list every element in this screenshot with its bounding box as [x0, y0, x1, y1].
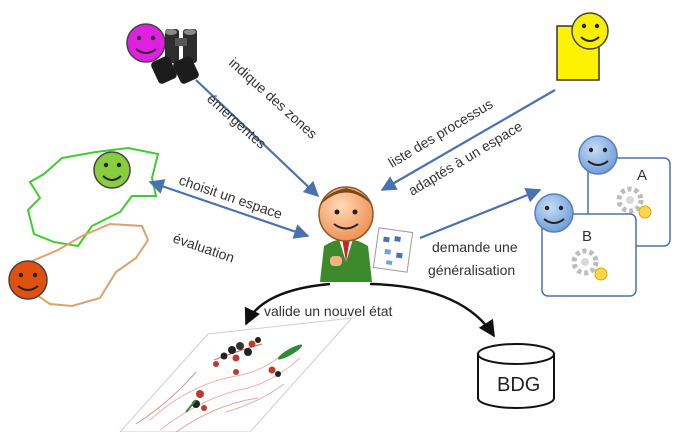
card-b: B: [541, 213, 637, 297]
card-b-label: B: [582, 228, 592, 245]
provider-face: [571, 12, 609, 50]
blue-face-b: [534, 193, 574, 233]
database-cylinder-icon: BDG: [477, 343, 555, 409]
central-user: [318, 186, 374, 282]
arrow-generalisation: [419, 187, 542, 240]
arrow-to-bdg: [369, 282, 496, 338]
label-evaluation: évaluation: [171, 230, 237, 266]
label-valide: valide un nouvel état: [264, 303, 393, 319]
card-a-label: A: [637, 167, 647, 184]
label-demande: demande une: [432, 239, 518, 255]
blue-face-a: [578, 135, 618, 175]
gear-icon: [616, 186, 652, 219]
label-adaptes: adaptés à un espace: [405, 118, 525, 199]
arrow-zones-emergentes: [195, 79, 320, 198]
arrow-to-map: [244, 282, 331, 326]
binoculars-icon: [151, 29, 199, 84]
map-sheet: [118, 317, 354, 433]
green-region: [26, 146, 160, 248]
gear-icon: [571, 248, 608, 281]
orange-face: [8, 260, 48, 300]
label-emergentes: émergentes: [204, 90, 270, 151]
map-icon: [372, 227, 414, 273]
label-generalisation: généralisation: [428, 262, 515, 278]
green-face: [93, 151, 131, 189]
observer-face: [126, 23, 166, 63]
bdg-label: BDG: [497, 374, 540, 396]
arrow-liste-processus: [380, 89, 556, 191]
arrow-choisit-espace: [148, 179, 310, 239]
